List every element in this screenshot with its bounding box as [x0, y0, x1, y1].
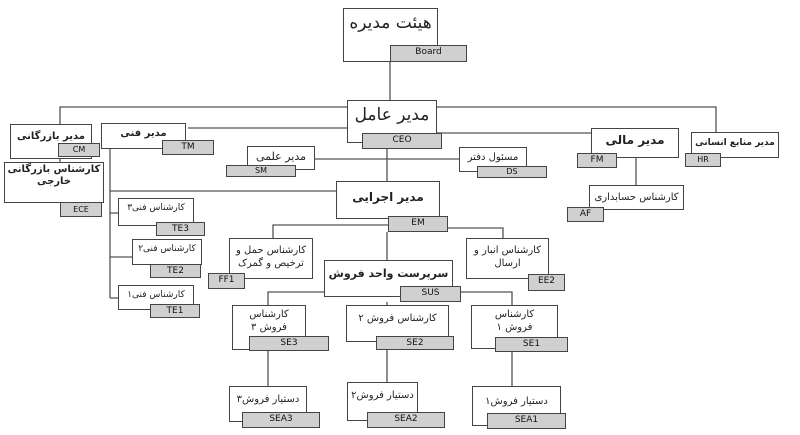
node-title: هیئت مدیره — [349, 13, 432, 33]
node-cm: مدیر بازرگانی — [10, 124, 92, 159]
node-code: SE2 — [376, 336, 454, 350]
node-code: TE1 — [150, 304, 200, 318]
node-code: HR — [685, 153, 721, 167]
node-code: SE1 — [495, 337, 568, 352]
node-code: SE3 — [249, 336, 329, 351]
node-se2: کارشناس فروش ۲ — [346, 305, 449, 342]
node-te3: کارشناس فنی۳ — [118, 198, 194, 226]
node-title: دستیار فروش۱ — [485, 396, 548, 407]
node-title: کارشناس حمل و ترخیص و گمرک — [235, 245, 306, 269]
node-title: مدیر منابع انسانی — [695, 138, 775, 148]
node-title: مدیر علمی — [255, 150, 307, 163]
node-code: TE3 — [156, 222, 205, 236]
node-code: ECE — [60, 202, 102, 217]
node-ee2: کارشناس انبار و ارسال — [466, 238, 549, 279]
node-af: کارشناس حسابداری — [589, 185, 684, 210]
node-code: EE2 — [528, 274, 565, 291]
node-title: کارشناس بازرگانی خارجی — [7, 164, 101, 187]
node-sm: مدیر علمی — [247, 146, 315, 170]
node-code: SM — [226, 165, 296, 177]
node-title: کارشناس انبار و ارسال — [474, 245, 541, 269]
node-title: دستیار فروش۳ — [236, 394, 300, 405]
node-em: مدیر اجرایی — [336, 181, 440, 219]
node-title: کارشناس فنی۳ — [127, 203, 185, 213]
node-title: مدیر مالی — [605, 133, 665, 147]
node-code: TE2 — [150, 264, 201, 278]
node-title: مدیر فنی — [120, 128, 167, 139]
node-ece: کارشناس بازرگانی خارجی — [4, 162, 104, 203]
node-code: SUS — [400, 286, 461, 302]
node-title: کارشناس فروش ۱ — [494, 309, 535, 333]
node-code: CEO — [362, 133, 442, 149]
node-title: کارشناس فنی۲ — [138, 244, 196, 254]
node-title: مسئول دفتر — [467, 152, 519, 163]
node-te2: کارشناس فنی۲ — [132, 239, 202, 265]
node-title: کارشناس حسابداری — [594, 192, 679, 203]
node-code: AF — [567, 207, 604, 222]
node-title: دستیار فروش۲ — [351, 390, 414, 401]
node-title: مدیر اجرایی — [352, 190, 424, 204]
node-code: TM — [162, 140, 214, 155]
node-code: CM — [58, 143, 100, 157]
node-code: EM — [388, 216, 448, 232]
node-title: کارشناس فنی۱ — [127, 290, 185, 300]
node-code: SEA2 — [367, 412, 445, 428]
node-title: مدیر بازرگانی — [17, 131, 85, 142]
node-ff1: کارشناس حمل و ترخیص و گمرک — [229, 238, 313, 279]
node-code: SEA3 — [242, 412, 320, 428]
node-se1: کارشناس فروش ۱ — [471, 305, 558, 349]
node-title: مدیر عامل — [354, 105, 430, 125]
node-sus: سرپرست واحد فروش — [324, 260, 453, 297]
node-code: DS — [477, 166, 547, 178]
node-code: FF1 — [208, 273, 245, 289]
node-code: Board — [390, 45, 467, 62]
node-title: کارشناس فروش ۳ — [249, 309, 289, 333]
node-code: FM — [577, 153, 617, 168]
node-code: SEA1 — [487, 413, 566, 429]
node-title: سرپرست واحد فروش — [328, 267, 449, 280]
node-title: کارشناس فروش ۲ — [358, 313, 437, 324]
